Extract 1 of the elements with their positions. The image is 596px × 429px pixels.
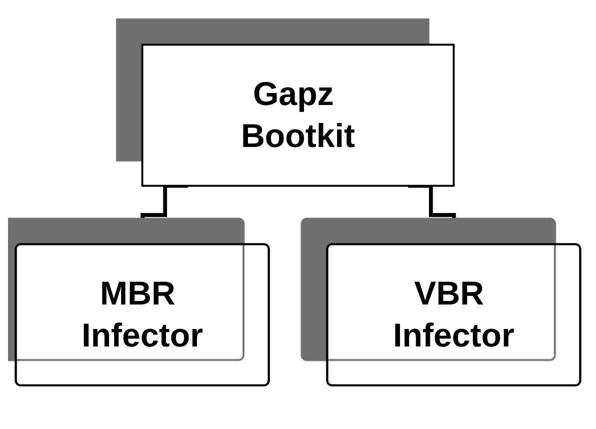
node-box: Gapz Bootkit [141,43,455,186]
